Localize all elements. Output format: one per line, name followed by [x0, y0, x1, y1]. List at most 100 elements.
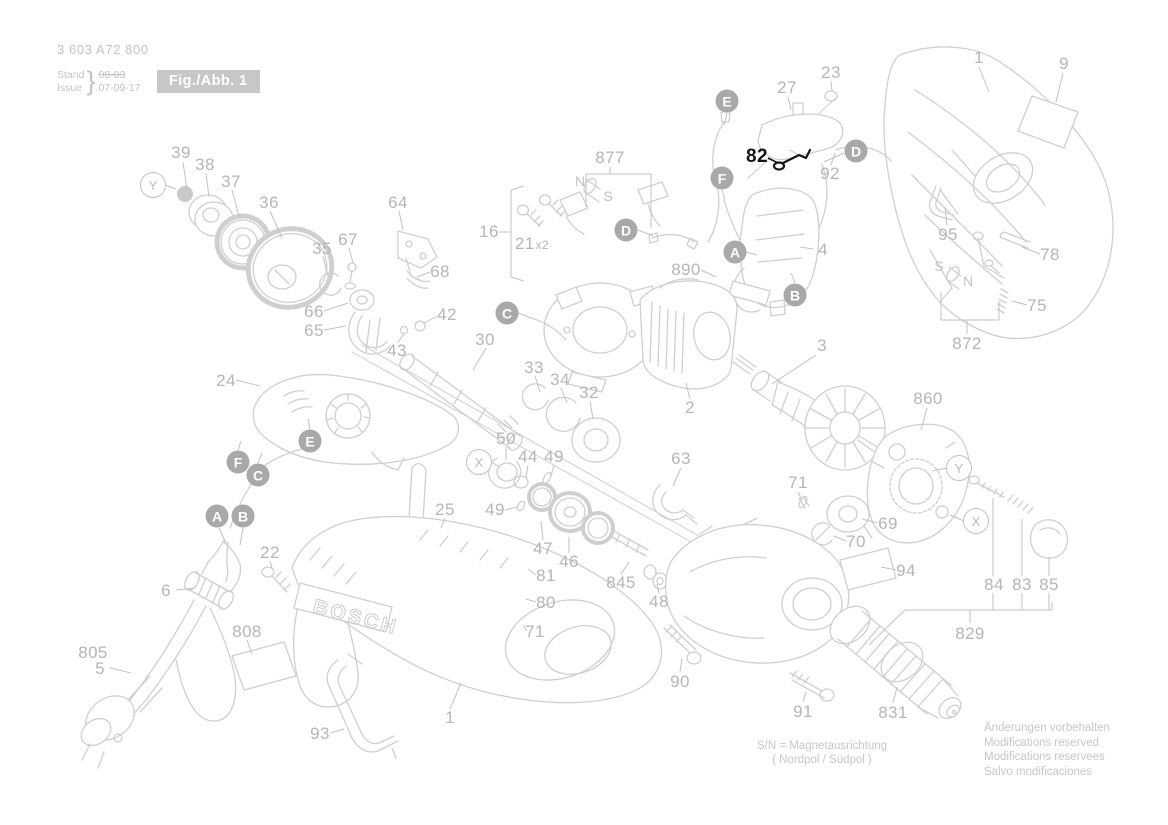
- assembly-ref-badge-E: E: [715, 89, 739, 113]
- revision-label-de: Stand: [57, 68, 85, 81]
- part-callout-66: 66: [304, 302, 324, 321]
- type-number: 3 603 A72 800: [57, 42, 149, 57]
- part-callout-27: 27: [777, 78, 797, 97]
- part-callout-67: 67: [338, 230, 358, 249]
- view-ref-badge-X: X: [963, 508, 989, 534]
- part-callout-50: 50: [496, 429, 516, 448]
- part-callout-69: 69: [878, 514, 898, 533]
- part-callout-30: 30: [475, 330, 495, 349]
- part-callout-805: 805: [78, 643, 108, 662]
- assembly-ref-badge-C: C: [246, 463, 270, 487]
- part-callout-829: 829: [955, 624, 985, 643]
- polarity-label-S: S: [934, 258, 944, 274]
- part-callout-71: 71: [788, 473, 808, 492]
- part-callout-49: 49: [485, 500, 505, 519]
- part-callout-860: 860: [913, 389, 943, 408]
- part-callout-70: 70: [846, 532, 866, 551]
- part-callout-6: 6: [161, 581, 171, 600]
- part-callout-877: 877: [595, 148, 625, 167]
- assembly-ref-badge-F: F: [710, 166, 734, 190]
- part-callout-808: 808: [232, 622, 262, 641]
- part-callout-80: 80: [536, 593, 556, 612]
- part-callout-42: 42: [437, 305, 457, 324]
- modifications-note-line: Modifications reservees: [984, 751, 1105, 763]
- part-callout-23: 23: [821, 63, 841, 82]
- part-callout-34: 34: [550, 370, 570, 389]
- part-callout-92: 92: [820, 164, 840, 183]
- part-callout-71: 71: [525, 622, 545, 641]
- assembly-ref-badge-D: D: [844, 139, 868, 163]
- part-callout-65: 65: [304, 321, 324, 340]
- revision-block: Stand Issue } 08-03 07-09-17: [57, 66, 141, 97]
- part-callout-85: 85: [1039, 575, 1059, 594]
- polarity-label-S: S: [603, 188, 613, 204]
- part-callout-21: 21x2: [514, 234, 550, 253]
- part-callout-68: 68: [430, 262, 450, 281]
- assembly-ref-badge-A: A: [205, 504, 229, 528]
- part-callout-44: 44: [518, 447, 538, 466]
- assembly-ref-badge-D: D: [614, 218, 638, 242]
- assembly-ref-badge-F: F: [226, 450, 250, 474]
- part-callout-890: 890: [671, 260, 701, 279]
- part-callout-831: 831: [878, 703, 908, 722]
- part-callout-83: 83: [1012, 575, 1032, 594]
- assembly-ref-badge-B: B: [231, 504, 255, 528]
- part-callout-2: 2: [685, 398, 695, 417]
- revision-label-en: Issue: [57, 81, 83, 94]
- part-callout-90: 90: [670, 672, 690, 691]
- part-callout-24: 24: [216, 371, 236, 390]
- part-callout-33: 33: [524, 358, 544, 377]
- assembly-ref-badge-E: E: [298, 429, 322, 453]
- part-callout-32: 32: [579, 383, 599, 402]
- assembly-ref-badge-B: B: [783, 283, 807, 307]
- part-callout-81: 81: [536, 566, 556, 585]
- part-callout-845: 845: [606, 573, 636, 592]
- part-callout-64: 64: [388, 193, 408, 212]
- part-callout-63: 63: [671, 449, 691, 468]
- sn-legend: S/N = Magnetausrichtung ( Nordpol / Südp…: [748, 739, 896, 767]
- modifications-note-line: Modifications reserved: [984, 736, 1100, 749]
- part-callout-1: 1: [974, 48, 984, 67]
- part-callout-872: 872: [952, 334, 982, 353]
- part-callout-48: 48: [649, 592, 669, 611]
- part-callout-39: 39: [171, 143, 191, 162]
- part-callout-25: 25: [435, 500, 455, 519]
- figure-badge: Fig./Abb. 1: [157, 70, 260, 93]
- view-ref-badge-Y: Y: [946, 455, 972, 481]
- modifications-note-line: Salvo modificaciones: [984, 765, 1093, 778]
- part-callout-37: 37: [221, 172, 241, 191]
- part-callout-75: 75: [1027, 296, 1047, 315]
- assembly-ref-badge-A: A: [723, 240, 747, 264]
- part-callout-16: 16: [479, 222, 499, 241]
- part-callout-1: 1: [445, 708, 455, 727]
- polarity-label-N: N: [574, 173, 586, 189]
- part-callout-9: 9: [1059, 54, 1069, 73]
- part-callout-95: 95: [938, 225, 958, 244]
- part-callout-91: 91: [793, 702, 813, 721]
- view-ref-badge-Y: Y: [140, 172, 166, 198]
- part-callout-35: 35: [312, 239, 332, 258]
- polarity-label-N: N: [962, 273, 974, 289]
- assembly-ref-badge-C: C: [495, 301, 519, 325]
- part-callout-93: 93: [310, 724, 330, 743]
- modifications-note-line: Änderungen vorbehalten: [984, 722, 1110, 734]
- revision-value: 07-09-17: [98, 81, 141, 94]
- sn-legend-line1: S/N = Magnetausrichtung: [756, 740, 888, 752]
- revision-old-value: 08-03: [98, 68, 126, 81]
- revision-brace: }: [86, 66, 96, 96]
- part-callout-47: 47: [533, 539, 553, 558]
- part-callout-36: 36: [259, 193, 279, 212]
- view-ref-badge-X: X: [466, 449, 492, 475]
- part-callout-82: 82: [746, 146, 768, 167]
- part-callout-46: 46: [559, 552, 579, 571]
- part-callout-94: 94: [896, 561, 916, 580]
- part-callout-78: 78: [1040, 245, 1060, 264]
- part-callout-49: 49: [544, 447, 564, 466]
- part-callout-38: 38: [195, 155, 215, 174]
- part-callout-3: 3: [817, 336, 827, 355]
- part-callout-84: 84: [984, 575, 1004, 594]
- sn-legend-line2: ( Nordpol / Südpol ): [772, 754, 872, 766]
